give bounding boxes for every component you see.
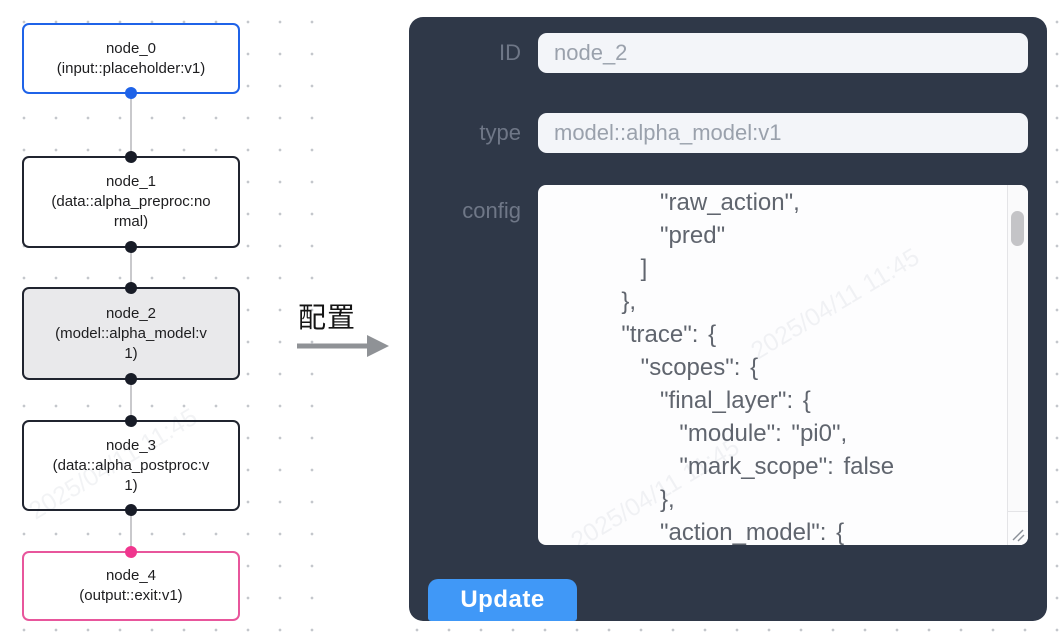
config-scrollbar[interactable]: [1007, 185, 1028, 511]
id-input[interactable]: [538, 33, 1028, 73]
edge-node1-node2[interactable]: [130, 248, 132, 287]
node-id: node_0: [105, 39, 157, 57]
node-id: node_4: [105, 567, 157, 584]
flow-node-node_2-selected[interactable]: node_2 (model::alpha_model:v1): [22, 282, 240, 385]
node-id: node_3: [105, 436, 157, 454]
type-field-label: type: [479, 120, 521, 145]
node-type: (model::alpha_model:v1): [55, 324, 207, 362]
id-field-label: ID: [499, 40, 521, 65]
transition-label: 配置: [298, 302, 357, 333]
config-json-content[interactable]: "raw_action", "pred" ] }, "trace": { "sc…: [621, 189, 895, 545]
node-type: (data::alpha_preproc:normal): [51, 193, 211, 230]
node-config-panel: ID type config "raw_action", "pred" ] },…: [409, 17, 1047, 621]
node0-output-handle[interactable]: [125, 87, 137, 99]
node1-output-handle[interactable]: [125, 241, 137, 253]
edge-node3-node4[interactable]: [130, 511, 132, 551]
edge-node0-node1[interactable]: [130, 94, 132, 156]
node2-input-handle[interactable]: [125, 282, 137, 294]
config-textarea[interactable]: "raw_action", "pred" ] }, "trace": { "sc…: [538, 185, 1028, 545]
node3-output-handle[interactable]: [125, 504, 137, 516]
config-scrollbar-thumb[interactable]: [1011, 211, 1024, 246]
flow-node-node_0[interactable]: node_0 (input::placeholder:v1): [22, 23, 240, 99]
edge-node2-node3[interactable]: [130, 380, 132, 420]
arrow-right-icon: [297, 335, 389, 357]
config-field-label: config: [462, 198, 521, 223]
type-input[interactable]: [538, 113, 1028, 153]
panel-canvas[interactable]: ID type config "raw_action", "pred" ] },…: [393, 0, 1062, 643]
config-resize-handle[interactable]: [1007, 511, 1028, 545]
flow-node-node_4[interactable]: node_4 (output::exit:v1): [22, 546, 240, 621]
node-type: (output::exit:v1): [79, 587, 183, 604]
node1-input-handle[interactable]: [125, 151, 137, 163]
node-type: (input::placeholder:v1): [56, 59, 206, 77]
node-type: (data::alpha_postproc:v1): [52, 456, 210, 494]
flow-node-node_3[interactable]: node_3 (data::alpha_postproc:v1): [22, 415, 240, 516]
node3-input-handle[interactable]: [125, 415, 137, 427]
resize-grip-icon: [1012, 529, 1025, 542]
node-id: node_1: [105, 173, 157, 190]
node-id: node_2: [105, 304, 157, 322]
node2-output-handle[interactable]: [125, 373, 137, 385]
flow-canvas[interactable]: node_0 (input::placeholder:v1) node_1 (d…: [0, 0, 316, 643]
update-button[interactable]: Update: [428, 579, 577, 621]
flow-node-node_1[interactable]: node_1 (data::alpha_preproc:normal): [22, 151, 240, 253]
node4-input-handle[interactable]: [125, 546, 137, 558]
